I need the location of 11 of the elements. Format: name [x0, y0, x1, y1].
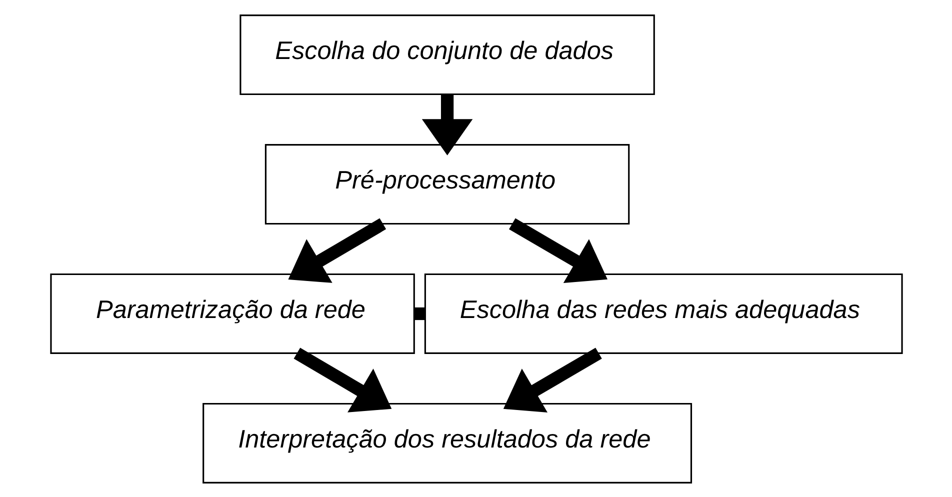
node-box: Interpretação dos resultados da rede [202, 402, 692, 483]
arrow [288, 218, 386, 282]
arrow [293, 347, 392, 412]
arrow [421, 94, 472, 155]
connector [414, 306, 425, 320]
arrow [508, 218, 608, 283]
node-box: Pré-processamento [264, 144, 630, 224]
node-box: Escolha das redes mais adequadas [424, 272, 902, 354]
node-box: Escolha do conjunto de dados [239, 14, 654, 95]
node-box: Parametrização da rede [50, 272, 414, 354]
arrow [502, 347, 602, 412]
